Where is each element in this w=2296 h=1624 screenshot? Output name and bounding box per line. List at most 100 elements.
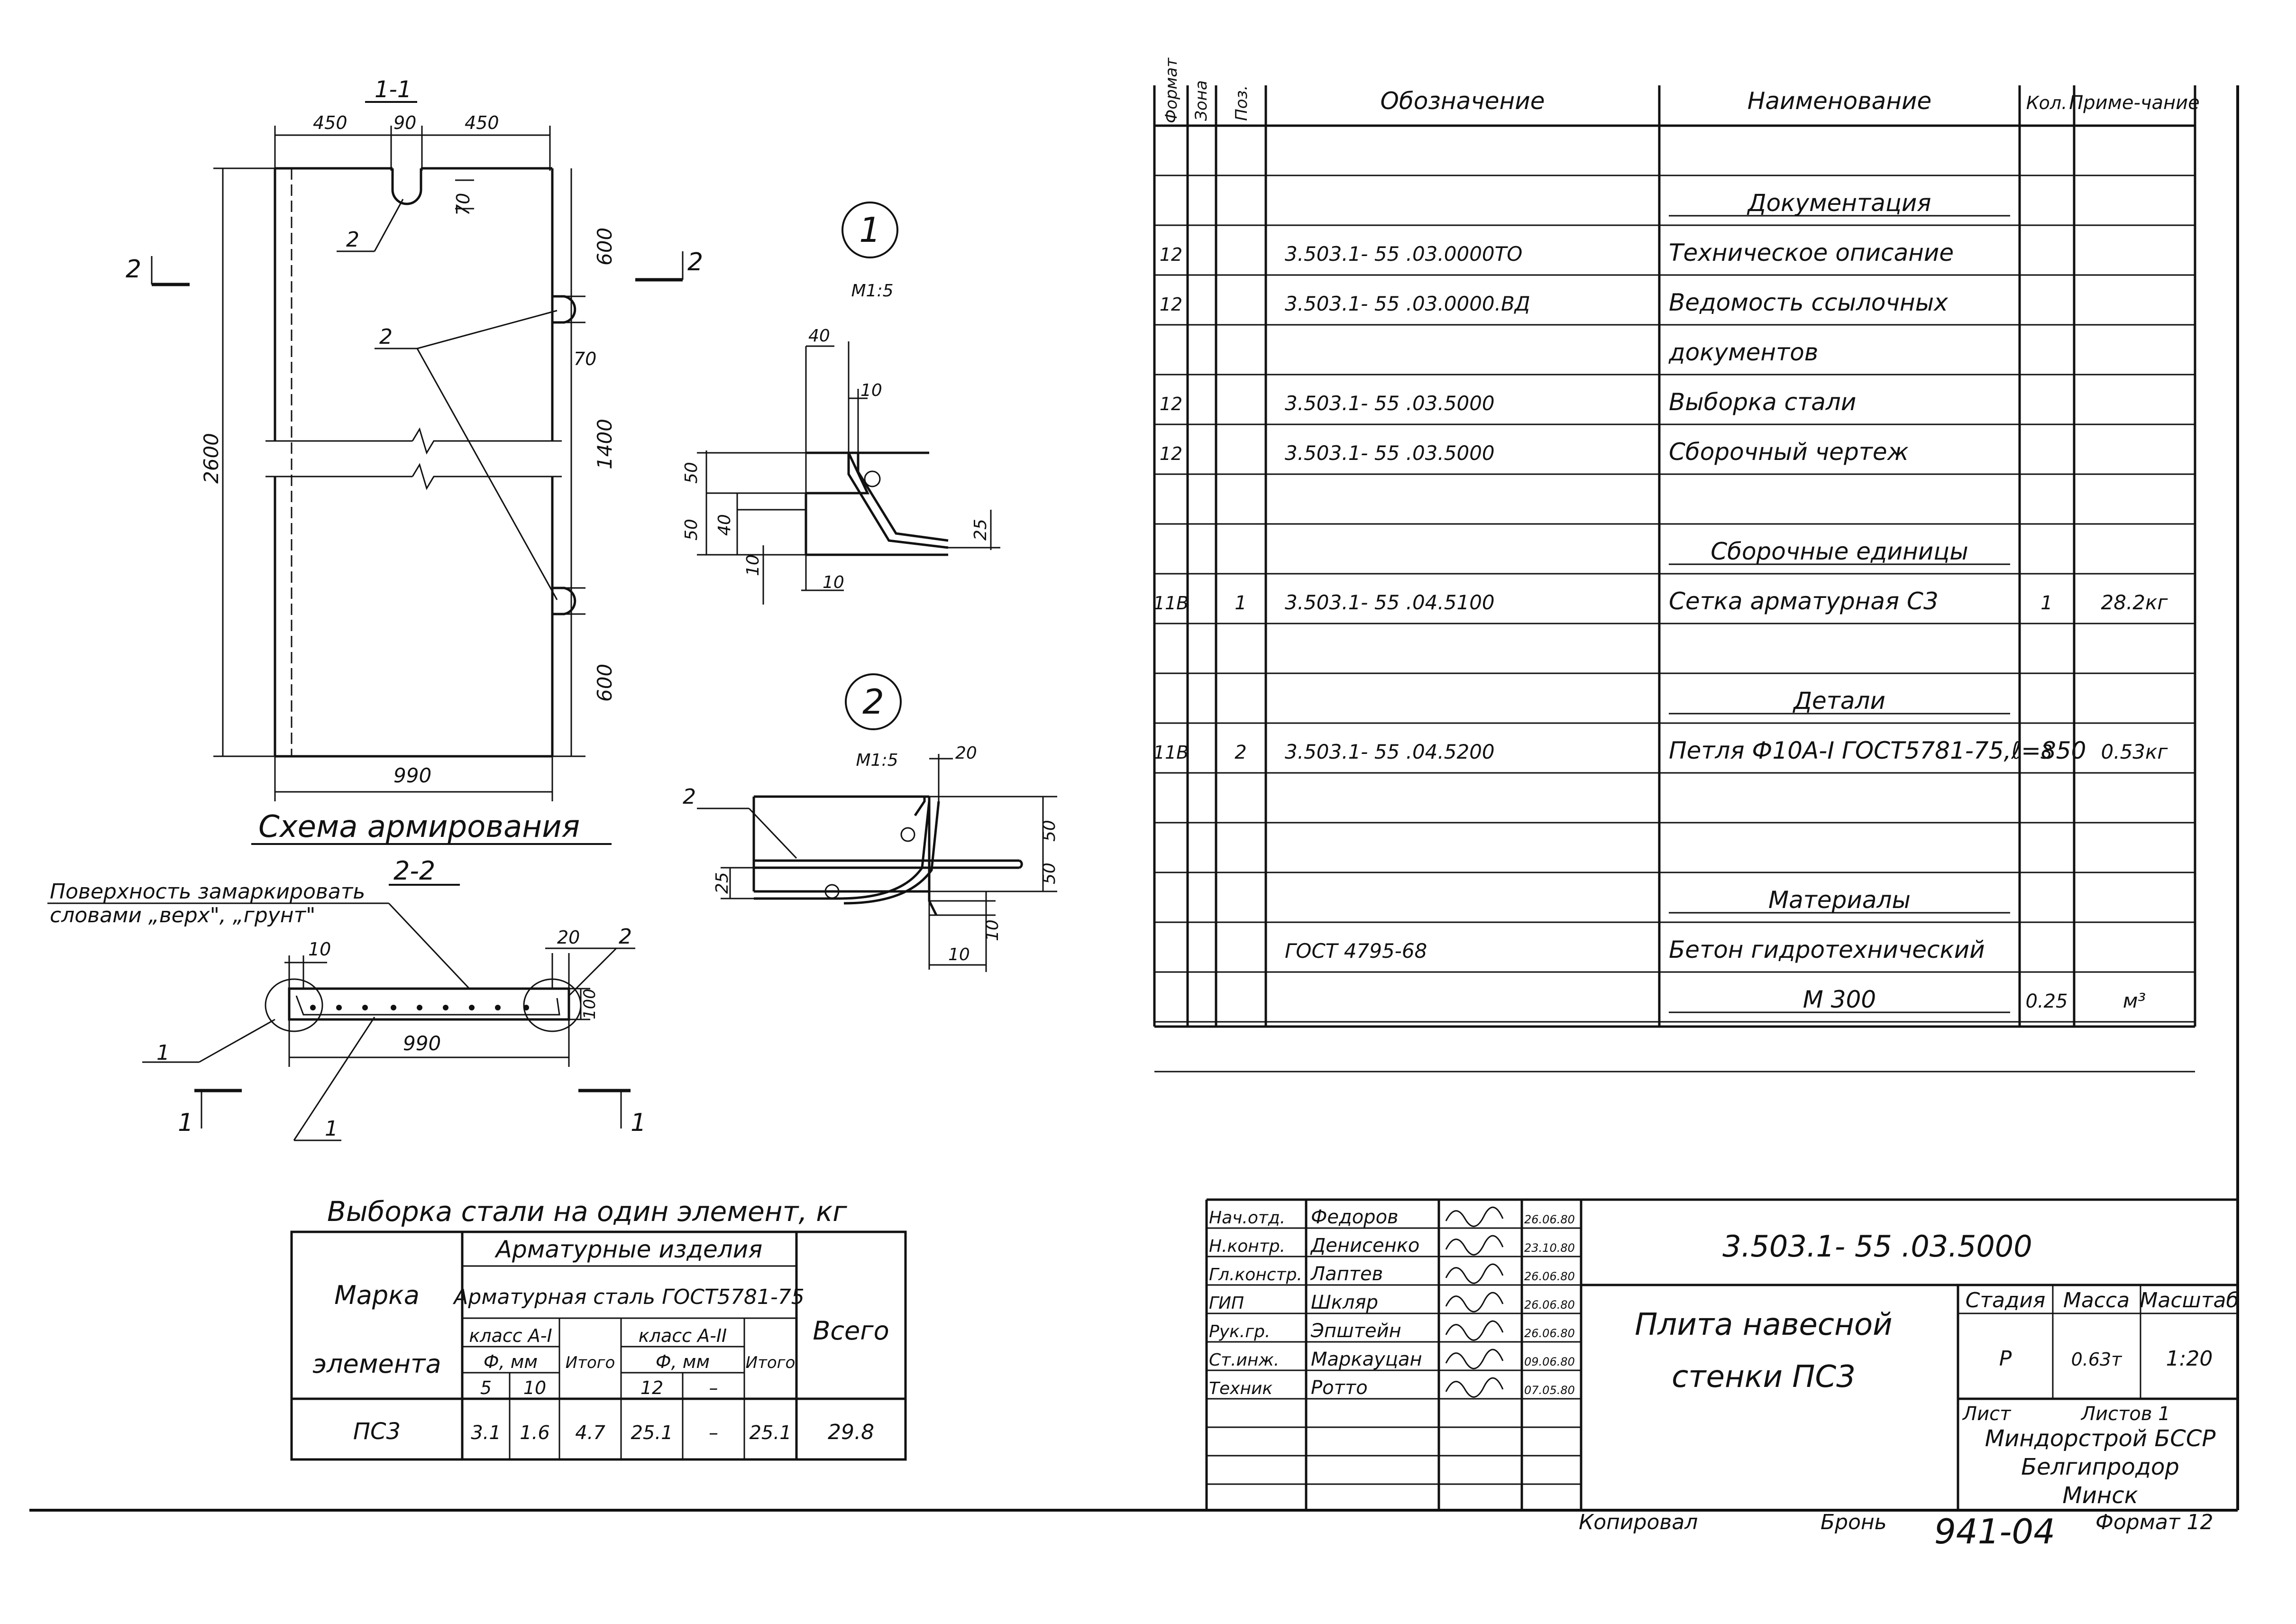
schema-title: Схема армирования: [258, 809, 580, 844]
spec-cell-r9-c4: Сетка арматурная С3: [1669, 587, 1939, 615]
spec-cell-r12-c6: 0.53кг: [2101, 740, 2168, 763]
signature-6: [1445, 1377, 1504, 1398]
cut-label-left: 2: [126, 255, 141, 284]
spec-cell-r9-c6: 28.2кг: [2101, 591, 2168, 614]
doc-name-1: Плита навесной: [1635, 1307, 1892, 1342]
spec-cell-r12-c5: 3: [2040, 742, 2052, 763]
spec-cell-r3-c0: 12: [1160, 294, 1182, 315]
cut-1-left: 1: [178, 1109, 193, 1137]
row-v4: 25.1: [631, 1422, 673, 1444]
spec-cell-r12-c3: 3.503.1- 55 .04.5200: [1285, 740, 1495, 763]
dim-600-bottom: 600: [593, 664, 616, 702]
detail-2-dim-50b: 50: [1040, 862, 1059, 884]
spec-cell-r9-c5: 1: [2040, 592, 2052, 614]
tb-roles-5: Ст.инж.: [1209, 1350, 1279, 1370]
spec-cell-r6-c0: 12: [1160, 443, 1182, 464]
spec-cell-r9-c3: 3.503.1- 55 .04.5100: [1285, 591, 1495, 614]
tb-dates-3: 26.06.80: [1524, 1298, 1575, 1312]
spec-h-name: Наименование: [1747, 87, 1932, 115]
schema-label-2: 2: [619, 925, 632, 949]
signature-2: [1445, 1263, 1504, 1284]
tb-roles-3: ГИП: [1209, 1294, 1244, 1313]
spec-cell-r2-c0: 12: [1160, 244, 1182, 265]
tb-names-2: Лаптев: [1310, 1263, 1383, 1285]
pos-label-b: 2: [379, 325, 393, 349]
org-1: Миндорстрой БССР: [1985, 1425, 2216, 1452]
tb-roles-0: Нач.отд.: [1209, 1208, 1285, 1228]
tb-roles-2: Гл.констр.: [1209, 1265, 1302, 1285]
spec-h-designation: Обозначение: [1381, 87, 1545, 115]
row-v1: 3.1: [471, 1422, 501, 1444]
row-v2: 1.6: [520, 1422, 550, 1444]
spec-cell-r5-c3: 3.503.1- 55 .03.5000: [1285, 392, 1495, 415]
row-v5: –: [709, 1422, 718, 1444]
tb-names-4: Эпштейн: [1310, 1320, 1401, 1342]
row-v7: 29.8: [828, 1420, 874, 1444]
h-class-a1: класс А-I: [469, 1325, 552, 1346]
dim-70-mid: 70: [574, 349, 596, 369]
tb-names-1: Денисенко: [1310, 1235, 1419, 1257]
schema-label-1b: 1: [325, 1117, 338, 1141]
signature-4: [1445, 1320, 1504, 1341]
spec-h-pos: Поз.: [1232, 85, 1251, 121]
tb-dates-5: 09.06.80: [1524, 1355, 1575, 1368]
tb-dates-1: 23.10.80: [1524, 1241, 1575, 1255]
tb-dates-0: 26.06.80: [1524, 1213, 1575, 1226]
detail-1-dim-10c: 10: [823, 573, 844, 592]
cut-1-right: 1: [631, 1109, 646, 1137]
spec-cell-r6-c3: 3.503.1- 55 .03.5000: [1285, 441, 1495, 465]
detail-1-scale: М1:5: [851, 281, 894, 301]
h-phi-1: Ф, мм: [484, 1351, 538, 1372]
h-class-a2: класс А-II: [639, 1325, 727, 1346]
h-d5: 5: [480, 1377, 492, 1398]
detail-2-dim-20: 20: [955, 743, 977, 763]
detail-1-dim-50a: 50: [682, 462, 701, 484]
spec-cell-r2-c4: Техническое описание: [1669, 239, 1954, 266]
spec-cell-r12-c2: 2: [1235, 742, 1246, 763]
footer-copied: Копировал: [1579, 1510, 1698, 1534]
schema-dim-100: 100: [580, 989, 599, 1019]
pos-label-a: 2: [346, 228, 359, 252]
section-title: 1-1: [375, 76, 412, 103]
h-scale: Масштаб: [2140, 1288, 2239, 1312]
signature-3: [1445, 1292, 1504, 1312]
detail-2: 2 М1:5: [683, 673, 1059, 972]
dim-1400: 1400: [593, 419, 616, 469]
spec-cell-r12-c0: 11В: [1153, 742, 1189, 763]
spec-cell-r9-c2: 1: [1235, 592, 1246, 614]
spec-cell-r9-c0: 11В: [1153, 593, 1189, 614]
detail-1-dim-10b: 10: [743, 554, 763, 576]
tb-names-3: Шкляр: [1311, 1292, 1378, 1313]
row-v6: 25.1: [749, 1422, 791, 1444]
spec-cell-r17-c6: м³: [2123, 989, 2146, 1012]
sheet-frame: [29, 85, 2239, 1512]
spec-cell-r17-c5: 0.25: [2025, 991, 2067, 1012]
signature-5: [1445, 1349, 1504, 1369]
footer: Копировал Бронь 941-04 Формат 12: [1579, 1510, 2214, 1551]
detail-2-dim-25: 25: [713, 872, 732, 894]
spec-h-qty: Кол.: [2026, 92, 2067, 113]
row-mark: ПС3: [353, 1418, 401, 1445]
tb-roles-4: Рук.гр.: [1209, 1322, 1270, 1341]
h-d10: 10: [523, 1377, 546, 1398]
signature-0: [1445, 1206, 1504, 1227]
tb-dates-6: 07.05.80: [1524, 1384, 1575, 1397]
spec-h-format: Формат: [1162, 57, 1181, 123]
tb-roles-1: Н.контр.: [1209, 1237, 1285, 1256]
dim-990: 990: [393, 764, 431, 787]
h-d12: 12: [640, 1377, 663, 1398]
spec-cell-r5-c0: 12: [1160, 394, 1182, 414]
dim-600-top: 600: [593, 228, 616, 266]
spec-cell-r5-c4: Выборка стали: [1669, 388, 1856, 416]
h-total-2: Итого: [746, 1353, 796, 1372]
spec-cell-r16-c4: Бетон гидротехнический: [1669, 936, 1985, 963]
h-steel: Арматурная сталь ГОСТ5781-75: [452, 1285, 804, 1309]
tb-dates-2: 26.06.80: [1524, 1270, 1575, 1283]
row-v3: 4.7: [575, 1422, 605, 1444]
spec-cell-r17-c4: М 300: [1803, 986, 1876, 1013]
spec-cell-r11-c4: Детали: [1793, 687, 1885, 715]
h-mark-2: элемента: [312, 1349, 441, 1379]
v-scale: 1:20: [2166, 1347, 2213, 1371]
